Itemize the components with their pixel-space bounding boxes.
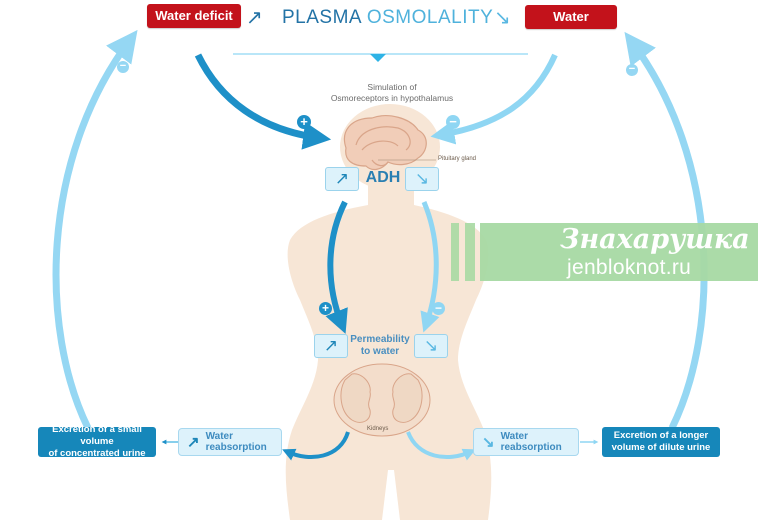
water-reabsorption-decrease-box: ↘ Water reabsorption	[473, 428, 579, 456]
permeability-decrease-box: ↘	[414, 334, 448, 358]
watermark-stripe	[465, 223, 475, 281]
kidneys-icon	[333, 363, 431, 437]
watermark-url: jenbloknot.ru	[567, 256, 692, 279]
adh-label: ADH	[365, 169, 401, 186]
arrow-kidney-right	[406, 431, 476, 461]
increase-arrow-icon: ↗	[334, 169, 350, 188]
decrease-arrow-icon: ↘	[482, 434, 495, 451]
pituitary-gland-label: Pituitary gland	[438, 156, 477, 162]
minus-icon: −	[626, 64, 638, 76]
adh-decrease-box: ↘	[405, 167, 439, 191]
arrow-deficit-to-hypothalamus	[194, 53, 332, 150]
water-deficit-badge: Water deficit	[147, 4, 241, 28]
water-excess-badge: Water excess	[525, 5, 617, 48]
permeability-line2: to water	[360, 346, 400, 357]
minus-icon: −	[432, 302, 445, 315]
caption-line2: Osmoreceptors in hypothalamus	[330, 93, 454, 103]
small-volume-outcome-box: Excretion of a small volume of concentra…	[38, 424, 156, 459]
increase-arrow-icon: ↗	[187, 434, 200, 451]
minus-icon: −	[446, 115, 460, 129]
outcome-line2: of concentrated urine	[48, 448, 146, 459]
adh-increase-box: ↗	[325, 167, 359, 191]
decrease-arrow-icon: ↘	[414, 169, 430, 188]
watermark-title: Знахарушка	[560, 224, 750, 255]
permeability-line1: Permeability	[350, 334, 410, 345]
increase-arrow-icon: ↗	[246, 7, 263, 29]
title-part1: PLASMA	[282, 7, 362, 28]
brain-icon	[343, 115, 436, 171]
plus-icon: +	[319, 302, 332, 315]
reabsorption-label: Water reabsorption	[205, 431, 267, 453]
arrow-adh-decrease	[420, 201, 440, 333]
title-part2: OSMOLALITY	[366, 7, 494, 28]
watermark-banner	[480, 223, 758, 281]
plasma-divider-pointer	[370, 54, 386, 62]
watermark-stripe	[451, 223, 459, 281]
arrow-left-feedback	[52, 29, 138, 430]
reabsorption-label: Water reabsorption	[500, 431, 562, 453]
minus-icon: −	[117, 61, 129, 73]
water-reabsorption-increase-box: ↗ Water reabsorption	[178, 428, 282, 456]
plasma-osmolality-title: PLASMA OSMOLALITY	[282, 7, 493, 29]
decrease-arrow-icon: ↘	[423, 336, 439, 355]
outcome-line1: Excretion of a longer	[613, 430, 709, 441]
outcome-line2: volume of dilute urine	[611, 442, 711, 453]
arrow-kidney-left	[282, 431, 350, 461]
osmoreceptor-caption: Simulation of Osmoreceptors in hypothala…	[312, 82, 472, 104]
arrow-excess-to-hypothalamus	[430, 53, 558, 145]
plus-icon: +	[297, 115, 311, 129]
caption-line1: Simulation of	[367, 82, 417, 92]
dilute-urine-outcome-box: Excretion of a longer volume of dilute u…	[602, 427, 720, 457]
arrow-adh-increase	[325, 200, 348, 334]
permeability-label: Permeability to water	[345, 334, 415, 358]
kidneys-label: Kidneys	[367, 426, 389, 432]
outcome-line1: Excretion of a small volume	[52, 424, 142, 447]
increase-arrow-icon: ↗	[323, 336, 339, 355]
decrease-arrow-icon: ↘	[494, 7, 511, 29]
permeability-increase-box: ↗	[314, 334, 348, 358]
